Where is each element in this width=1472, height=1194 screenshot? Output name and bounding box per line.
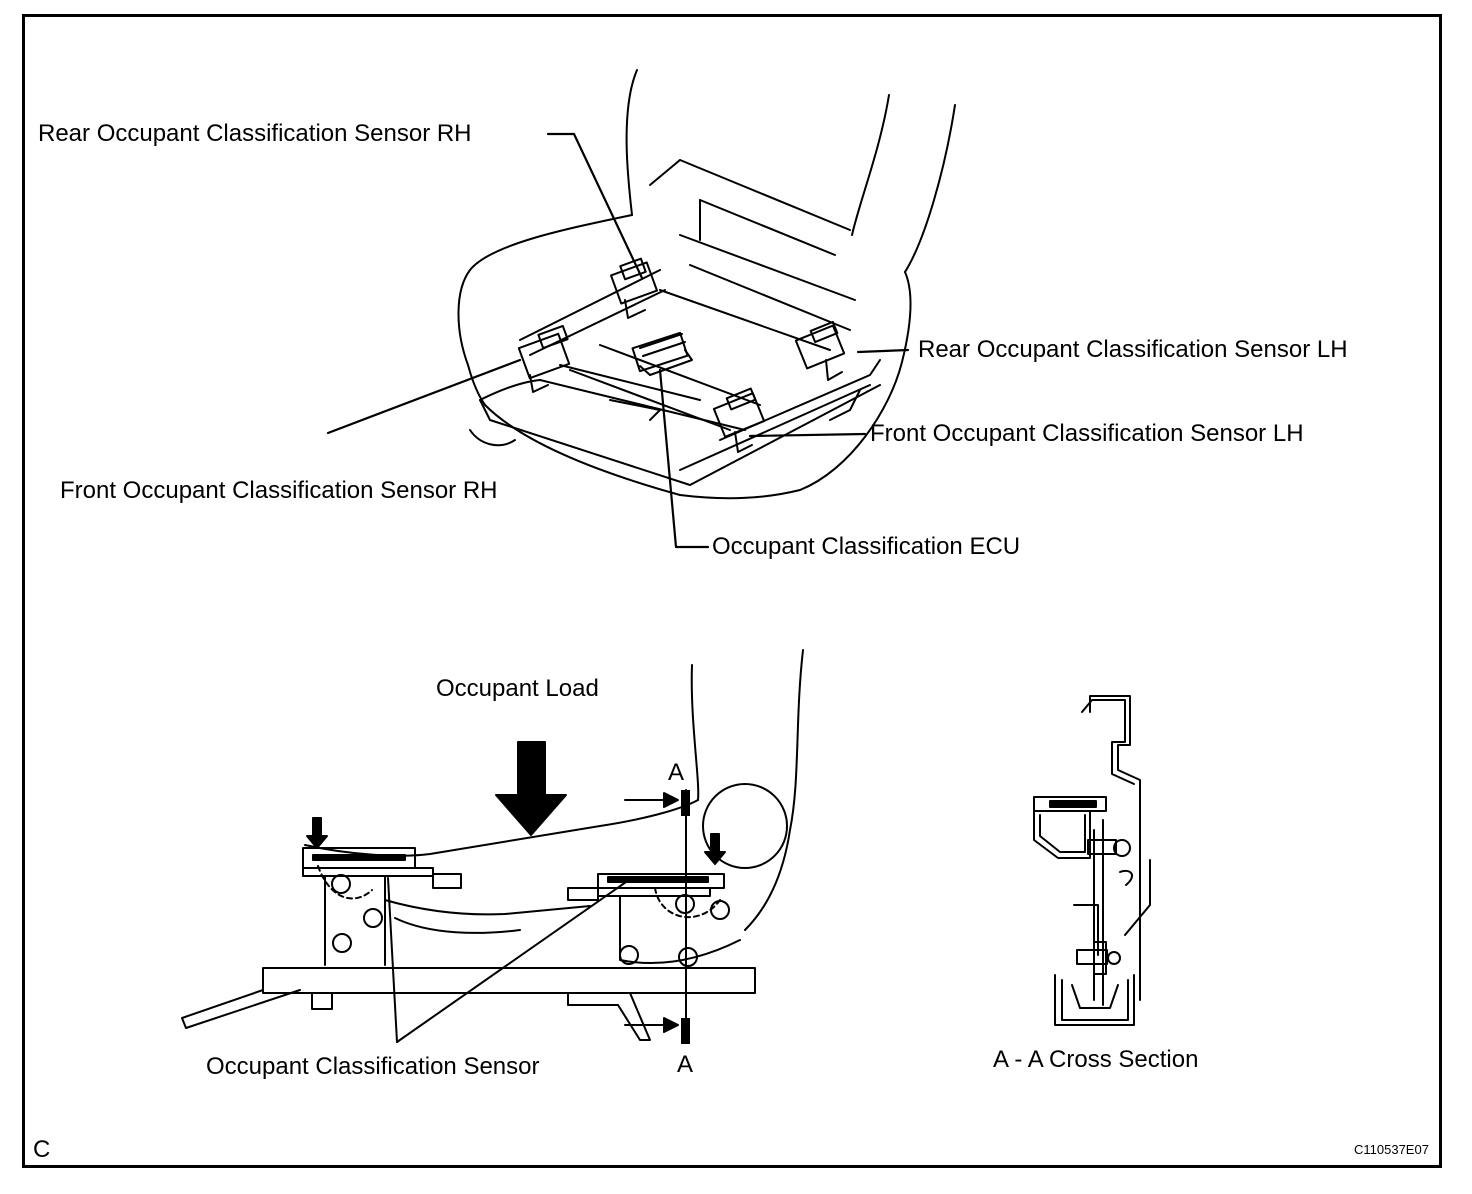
label-ecu: Occupant Classification ECU	[712, 533, 1021, 560]
cross-section-drawing	[1033, 695, 1151, 1026]
label-section-a-bottom: A	[677, 1051, 694, 1078]
label-rear-sensor-lh: Rear Occupant Classification Sensor LH	[918, 336, 1348, 363]
label-front-sensor-rh: Front Occupant Classification Sensor RH	[60, 477, 498, 504]
label-front-sensor-lh: Front Occupant Classification Sensor LH	[870, 420, 1304, 447]
label-section-a-top: A	[668, 759, 685, 786]
corner-letter: C	[33, 1136, 51, 1163]
leader-lines-top	[326, 132, 910, 549]
label-occupant-load: Occupant Load	[436, 675, 599, 702]
figure-code: C110537E07	[1354, 1142, 1429, 1157]
label-occupant-sensor: Occupant Classification Sensor	[206, 1053, 540, 1080]
label-cross-section: A - A Cross Section	[993, 1046, 1199, 1073]
label-rear-sensor-rh: Rear Occupant Classification Sensor RH	[38, 120, 472, 147]
seat-side-view	[181, 649, 804, 1044]
leader-lines-bottom	[387, 877, 627, 1043]
figure-border	[22, 14, 1442, 1168]
